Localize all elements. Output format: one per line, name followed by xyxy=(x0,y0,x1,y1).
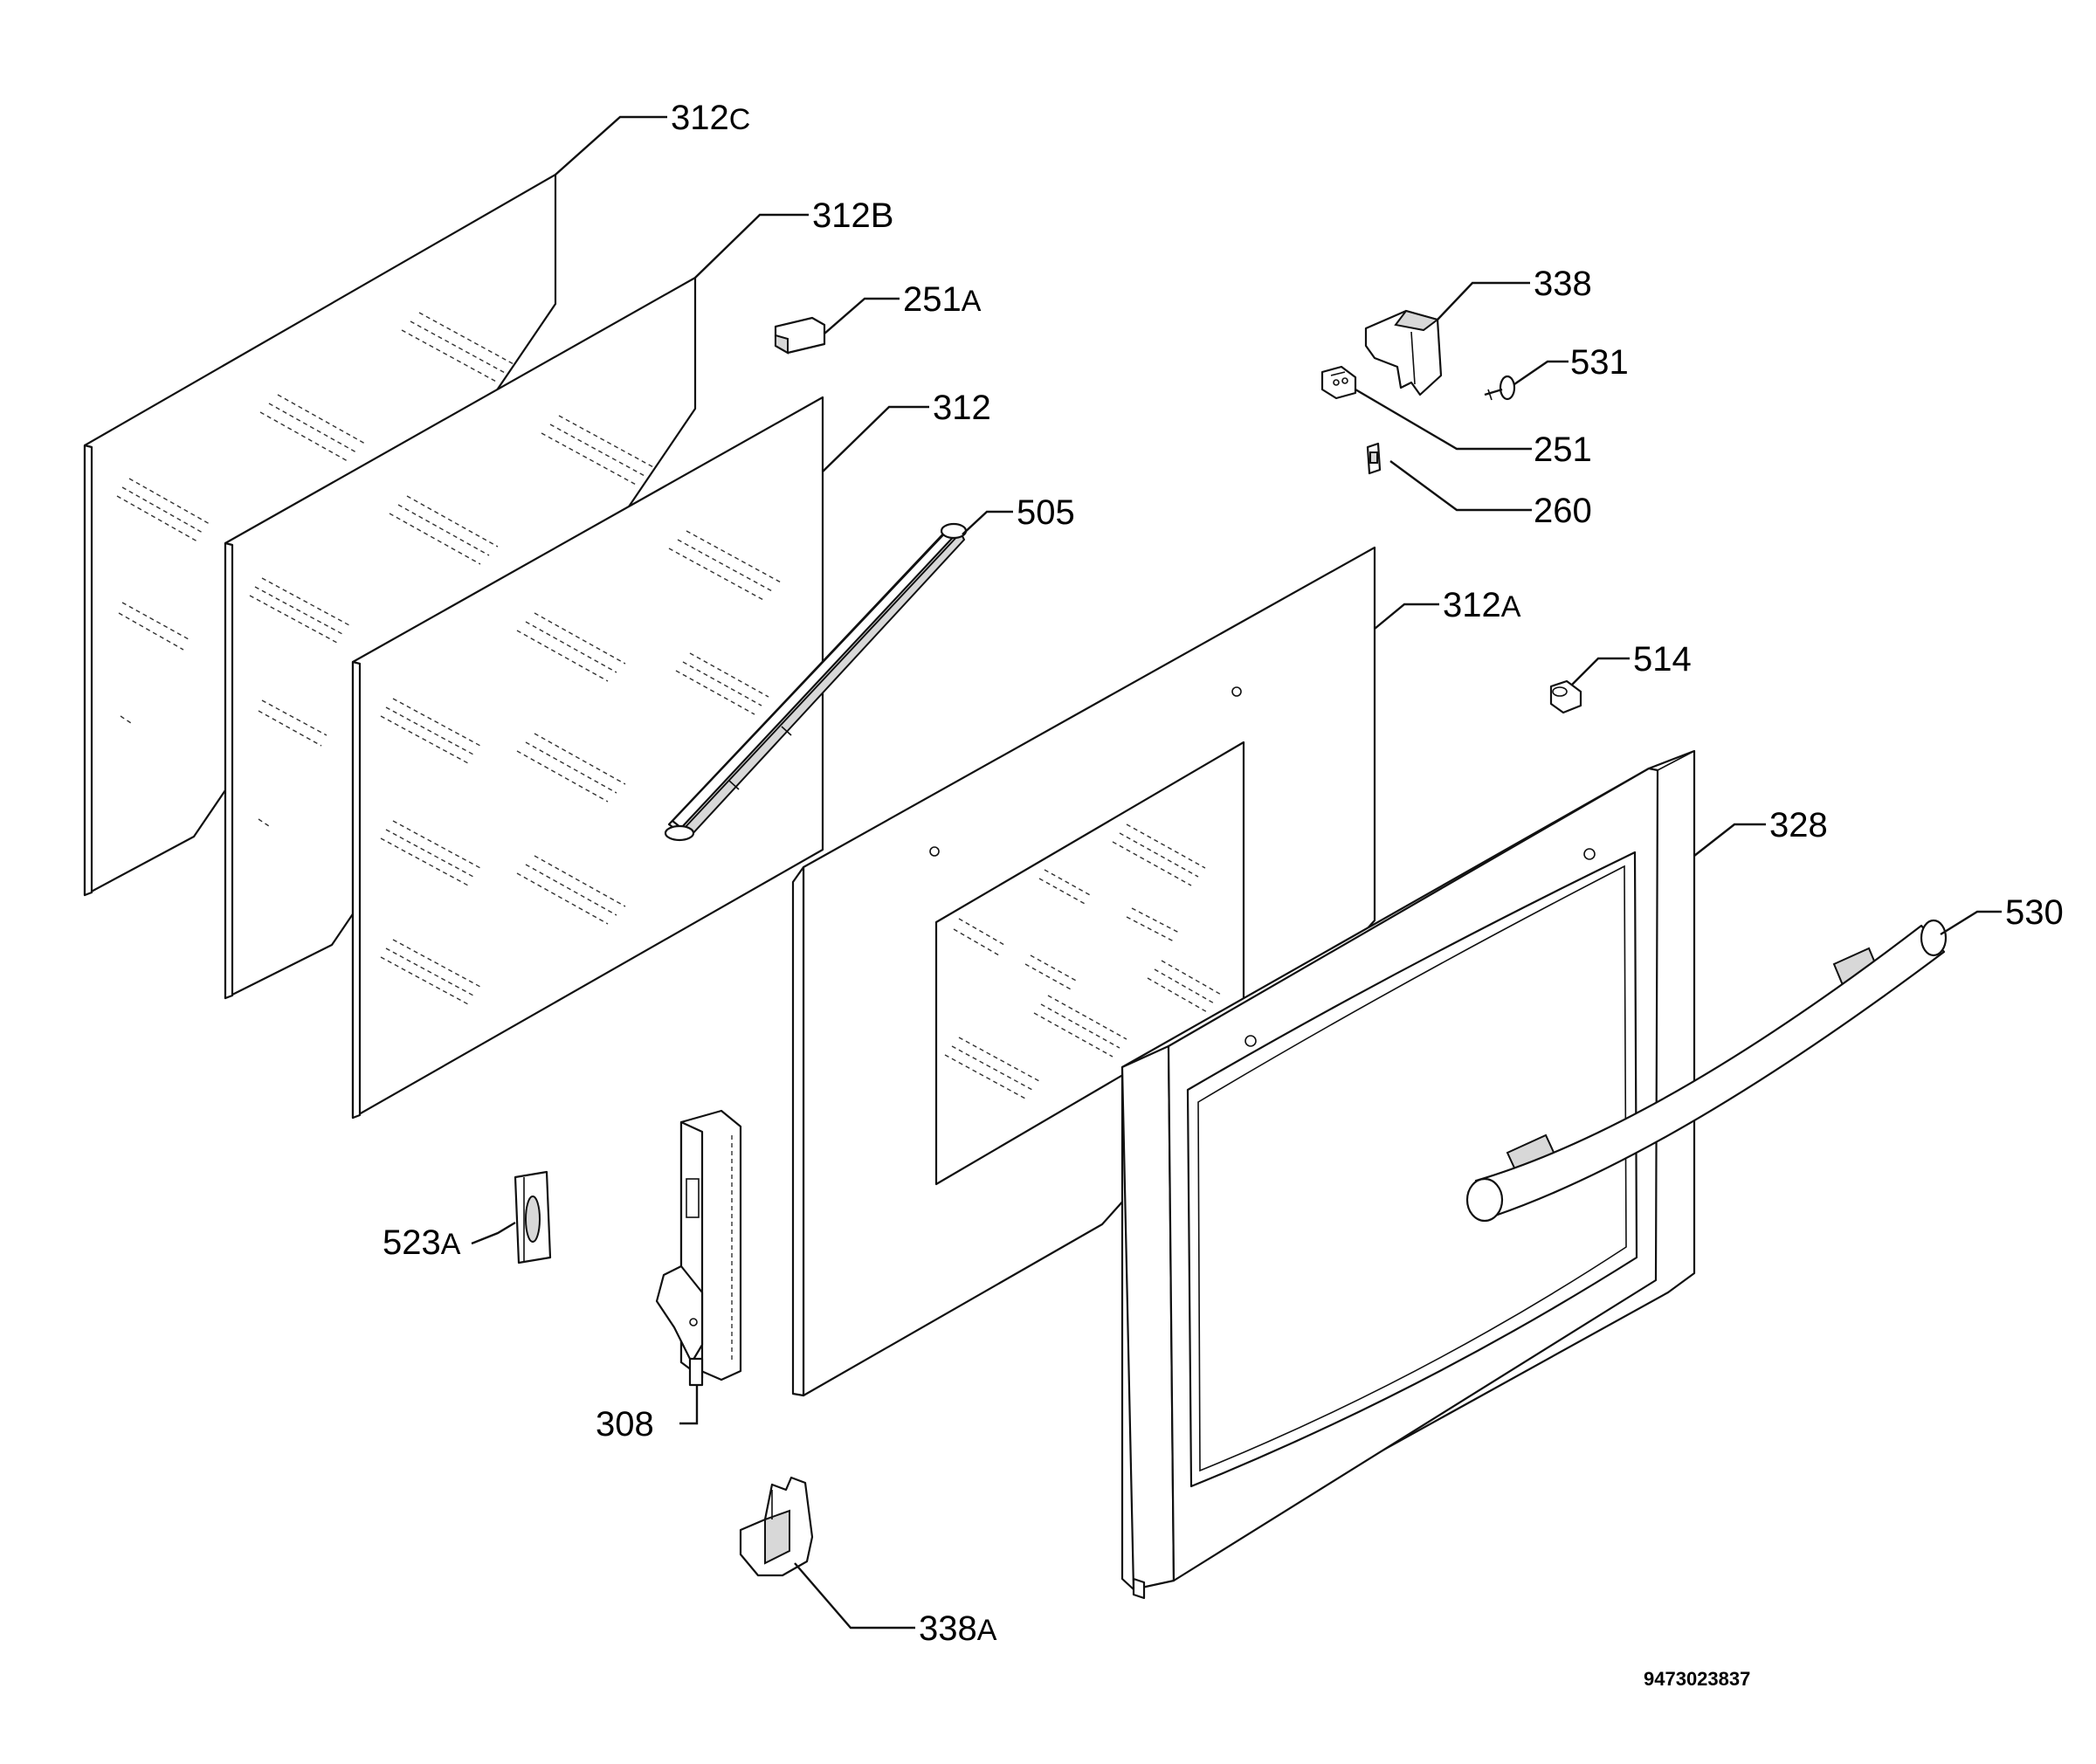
leader-312b xyxy=(694,213,809,279)
label-312c: 312C xyxy=(671,99,750,137)
clip-260 xyxy=(1366,442,1382,475)
leader-260 xyxy=(1389,460,1532,512)
label-251a: 251A xyxy=(903,280,982,319)
label-308: 308 xyxy=(596,1405,654,1444)
leader-338a xyxy=(794,1562,915,1630)
bushing-514 xyxy=(1549,679,1582,714)
leader-251a xyxy=(824,297,900,334)
label-251: 251 xyxy=(1534,431,1592,469)
leader-lines xyxy=(471,115,2002,1630)
leader-251 xyxy=(1355,388,1532,451)
clip-338a xyxy=(739,1476,814,1577)
leader-328 xyxy=(1693,823,1766,857)
label-505: 505 xyxy=(1017,493,1075,532)
clip-251 xyxy=(1320,365,1357,400)
leader-531 xyxy=(1513,360,1569,385)
inner-door-glass-312a xyxy=(791,546,1376,1397)
clip-338 xyxy=(1364,309,1443,396)
door-frame-328 xyxy=(1120,749,1696,1600)
label-530: 530 xyxy=(2005,893,2064,932)
latch-523a xyxy=(514,1170,552,1264)
hinge-308 xyxy=(655,1109,742,1387)
label-531: 531 xyxy=(1570,343,1629,382)
label-260: 260 xyxy=(1534,492,1592,530)
label-312a: 312A xyxy=(1443,586,1521,624)
leader-530 xyxy=(1940,910,2002,936)
label-523a: 523A xyxy=(383,1223,461,1262)
leader-308 xyxy=(679,1385,699,1425)
label-514: 514 xyxy=(1633,640,1692,679)
leader-312c xyxy=(555,115,667,176)
label-338: 338 xyxy=(1534,265,1592,303)
document-number: 9473023837 xyxy=(1644,1668,1750,1690)
label-338a: 338A xyxy=(919,1609,997,1648)
label-312b: 312B xyxy=(812,196,893,235)
leader-312a xyxy=(1374,603,1439,630)
screw-531 xyxy=(1484,375,1516,401)
leader-312 xyxy=(822,405,929,472)
label-312: 312 xyxy=(933,389,991,427)
leader-338 xyxy=(1437,281,1530,320)
handle-530 xyxy=(1465,919,1948,1223)
leader-514 xyxy=(1571,657,1630,686)
glass-panel-312 xyxy=(351,396,824,1120)
leader-505 xyxy=(962,510,1013,535)
label-328: 328 xyxy=(1769,806,1828,844)
leader-523a xyxy=(471,1221,516,1245)
spacer-251a xyxy=(774,316,826,355)
channel-strip-505 xyxy=(664,522,968,842)
